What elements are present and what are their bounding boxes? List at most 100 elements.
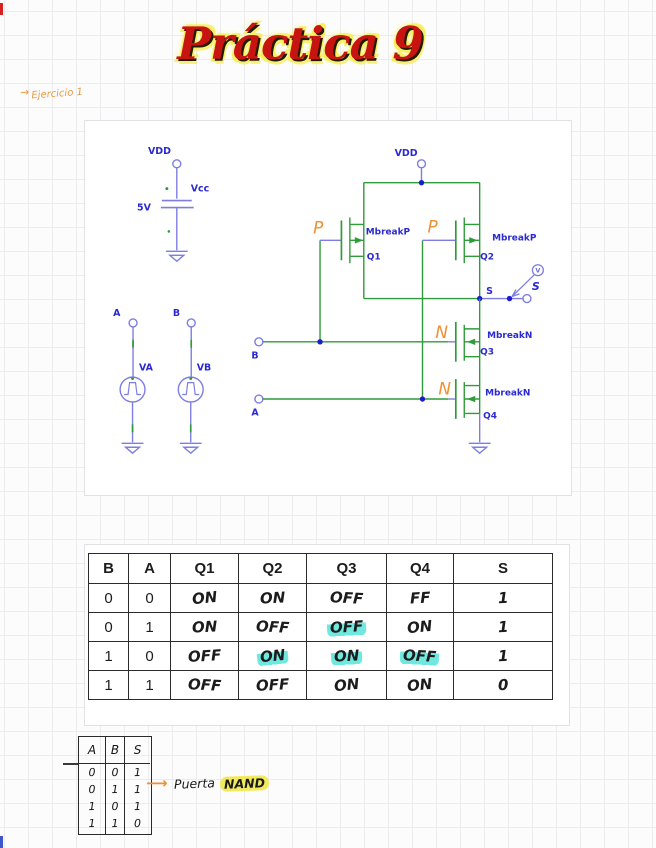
vdd-right-terminal — [416, 159, 427, 169]
mini-header-b: B — [106, 737, 124, 764]
mini-col-b: B 0 1 0 1 — [105, 737, 124, 834]
q1-annotation-p: P — [313, 217, 324, 237]
voltage-probe: V S — [511, 264, 544, 298]
s-net-label: S — [486, 286, 493, 297]
mini-cell: 0 — [111, 799, 119, 814]
tt-header-b: B — [88, 553, 129, 584]
ground-icon — [179, 442, 203, 454]
mini-cell: 0 — [111, 765, 119, 780]
mini-cell: 0 — [133, 816, 142, 831]
conclusion-label: Puerta — [173, 774, 215, 792]
table-row: 0 0 ON ON OFF FF 1 — [88, 583, 553, 613]
vcc-label: Vcc — [191, 184, 210, 195]
cell-q3: ON — [306, 641, 387, 671]
vcc-branch: VDD Vcc 5V — [137, 146, 210, 262]
vdd-left-label: VDD — [148, 146, 171, 157]
truth-table-header-row: B A Q1 Q2 Q3 Q4 S — [88, 553, 553, 584]
input-b-label: B — [251, 351, 258, 362]
red-edge-mark — [0, 3, 3, 15]
conclusion-note: ⟶ Puerta NAND — [146, 774, 270, 792]
tt-header-q2: Q2 — [238, 553, 307, 584]
mini-cell: 0 — [88, 765, 96, 780]
margin-note: →Ejercicio 1 — [20, 82, 84, 102]
cell-q1: OFF — [170, 670, 239, 700]
cell-q2: OFF — [238, 612, 307, 642]
mini-col-s: S 1 1 1 0 — [124, 737, 150, 834]
q3-annotation-n: N — [435, 322, 448, 342]
orange-arrow-icon: ⟶ — [146, 774, 168, 792]
pulse-source-icon — [119, 376, 146, 403]
q4-ref-label: Q4 — [483, 411, 497, 421]
cell-a: 1 — [128, 612, 171, 642]
schematic-panel: VDD Vcc 5V A VA — [84, 120, 572, 496]
cell-q4: FF — [386, 583, 454, 613]
mini-truth-table: A 0 0 1 1 B 0 1 0 1 S 1 1 1 0 — [78, 736, 152, 835]
probe-v-glyph: V — [535, 267, 540, 275]
cell-b: 1 — [88, 670, 129, 700]
cell-q2: ON — [238, 641, 307, 671]
cell-q4: OFF — [386, 641, 454, 671]
mini-table-header-line — [63, 763, 79, 765]
pulse-source-icon — [177, 376, 204, 403]
battery-icon — [160, 199, 194, 209]
output-node: S V S — [363, 264, 544, 304]
tt-header-q4: Q4 — [386, 553, 454, 584]
q1-ref-label: Q1 — [367, 252, 381, 262]
cell-q3: ON — [306, 670, 387, 700]
cell-q3: OFF — [306, 583, 387, 613]
b-node-label: B — [173, 308, 180, 319]
ground-icon — [468, 442, 492, 454]
vb-label: VB — [197, 363, 212, 374]
nand-highlight: NAND — [220, 774, 270, 792]
q2-model-label: MbreakP — [492, 233, 537, 243]
margin-note-text: Ejercicio 1 — [31, 86, 84, 102]
cell-a: 1 — [128, 670, 171, 700]
va-label: VA — [139, 363, 154, 374]
mini-cell: 1 — [88, 816, 96, 831]
blue-edge-mark — [0, 836, 3, 848]
schematic-svg: VDD Vcc 5V A VA — [113, 146, 544, 454]
cell-q2: OFF — [238, 670, 307, 700]
vdd-left-terminal — [172, 159, 182, 169]
mini-cell: 1 — [133, 799, 142, 814]
mini-col-a: A 0 0 1 1 — [79, 737, 105, 834]
q3-model-label: MbreakN — [487, 331, 532, 341]
page-title: Práctica 9 — [177, 17, 424, 70]
cell-b: 0 — [88, 583, 129, 613]
tt-header-q3: Q3 — [306, 553, 387, 584]
ground-icon — [120, 442, 145, 454]
truth-table: B A Q1 Q2 Q3 Q4 S 0 0 ON ON OFF FF 1 0 1 — [88, 553, 553, 700]
q2-annotation-p: P — [427, 216, 438, 236]
transistor-q2: MbreakP Q2 P — [422, 216, 537, 299]
tt-header-q1: Q1 — [170, 553, 239, 584]
s-terminal — [522, 293, 532, 304]
transistor-q3: MbreakN Q3 N — [435, 298, 532, 386]
q4-model-label: MbreakN — [485, 389, 530, 399]
q3-ref-label: Q3 — [480, 348, 494, 358]
cell-s: 0 — [453, 670, 553, 700]
table-row: 1 1 OFF OFF ON ON 0 — [88, 670, 553, 700]
cell-q1: ON — [170, 612, 239, 642]
arrow-icon: → — [19, 85, 30, 100]
table-row: 1 0 OFF ON ON OFF 1 — [88, 641, 553, 671]
tt-header-s: S — [453, 553, 553, 584]
cell-b: 0 — [88, 612, 129, 642]
cell-q1: ON — [170, 583, 239, 613]
cell-a: 0 — [128, 583, 171, 613]
b-terminal — [186, 318, 196, 328]
transistor-q4: MbreakN Q4 N — [438, 379, 530, 454]
probe-s-label: S — [532, 280, 540, 293]
cell-q1: OFF — [170, 641, 239, 671]
vdd-node: VDD — [363, 148, 481, 225]
q1-model-label: MbreakP — [366, 227, 411, 237]
mini-cell: 1 — [111, 782, 119, 797]
input-a-terminal: A — [251, 240, 449, 418]
mini-cell: 0 — [88, 782, 96, 797]
mini-header-s: S — [125, 737, 150, 764]
vdd-right-label: VDD — [395, 148, 418, 159]
input-a-label: A — [251, 407, 259, 418]
cell-q4: ON — [386, 612, 454, 642]
mini-cell: 1 — [88, 799, 96, 814]
va-source: A VA — [113, 308, 154, 454]
